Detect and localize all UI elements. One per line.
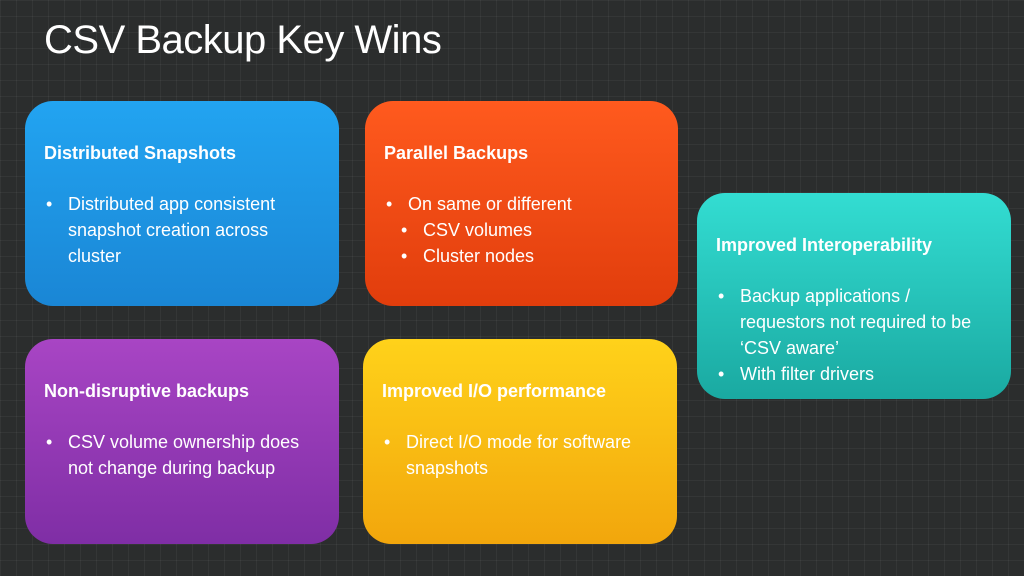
card-distributed-snapshots: Distributed Snapshots Distributed app co… <box>25 101 339 306</box>
card-heading: Improved I/O performance <box>382 381 607 401</box>
card-heading: Improved Interoperability <box>716 235 933 255</box>
bullet-list: Distributed app consistent snapshot crea… <box>44 191 319 269</box>
slide-title: CSV Backup Key Wins <box>44 18 442 62</box>
bullet-item: Distributed app consistent snapshot crea… <box>44 191 319 269</box>
bullet-list: Direct I/O mode for software snapshots <box>382 429 657 481</box>
card-heading: Non-disruptive backups <box>44 381 250 401</box>
sub-bullet-list: CSV volumes Cluster nodes <box>384 217 658 269</box>
bullet-item: With filter drivers <box>716 361 991 387</box>
card-heading: Parallel Backups <box>384 143 529 163</box>
card-improved-interoperability: Improved Interoperability Backup applica… <box>697 193 1011 399</box>
card-heading: Distributed Snapshots <box>44 143 237 163</box>
bullet-item: CSV volume ownership does not change dur… <box>44 429 319 481</box>
sub-bullet-item: CSV volumes <box>384 217 658 243</box>
bullet-item: On same or different <box>384 191 658 217</box>
card-parallel-backups: Parallel Backups On same or different CS… <box>365 101 678 306</box>
bullet-item: Direct I/O mode for software snapshots <box>382 429 657 481</box>
bullet-list: On same or different <box>384 191 658 217</box>
sub-bullet-item: Cluster nodes <box>384 243 658 269</box>
bullet-list: CSV volume ownership does not change dur… <box>44 429 319 481</box>
card-improved-io-performance: Improved I/O performance Direct I/O mode… <box>363 339 677 544</box>
card-non-disruptive-backups: Non-disruptive backups CSV volume owners… <box>25 339 339 544</box>
bullet-item: Backup applications / requestors not req… <box>716 283 991 361</box>
bullet-list: Backup applications / requestors not req… <box>716 283 991 387</box>
